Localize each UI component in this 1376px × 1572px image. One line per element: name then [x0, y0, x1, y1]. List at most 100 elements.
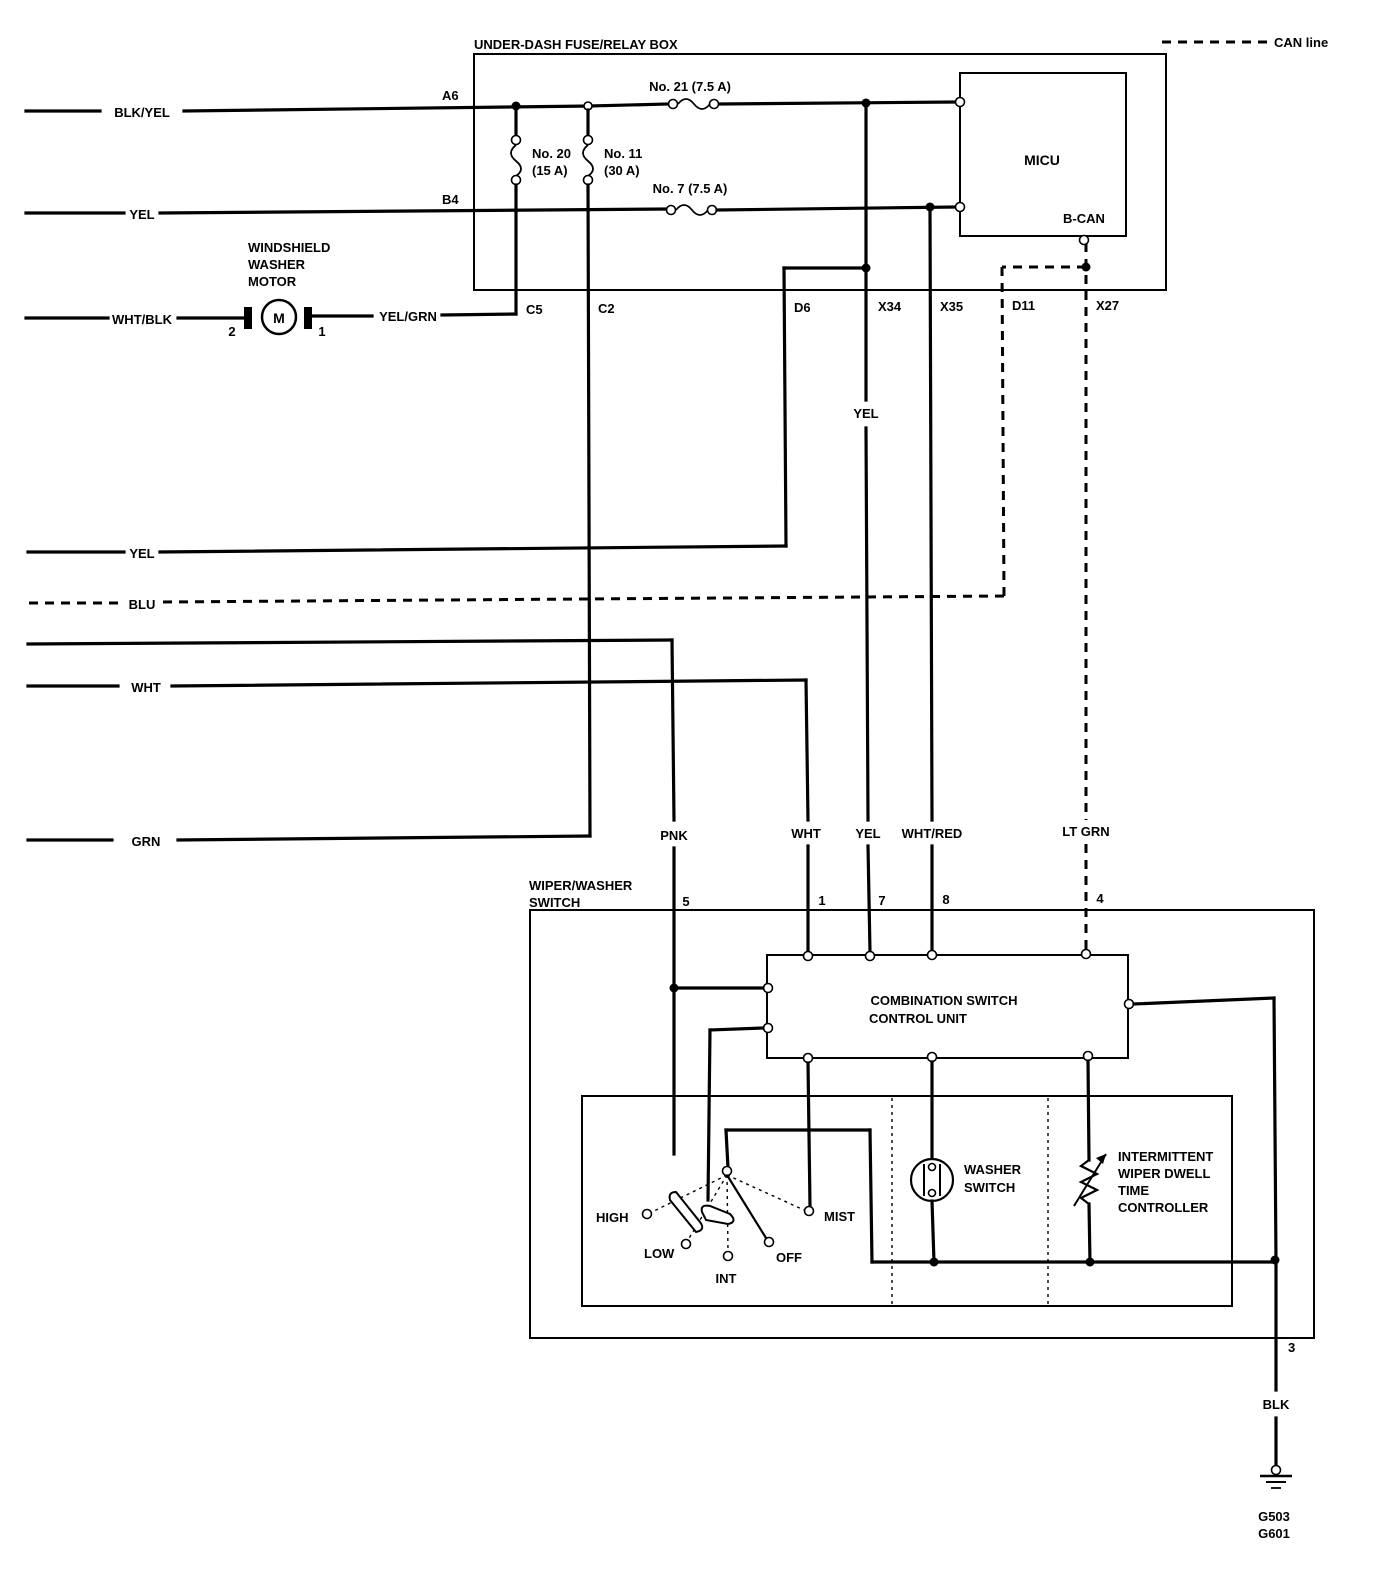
wire-label-blk: BLK [1263, 1397, 1290, 1412]
wire-label-yel-switch: YEL [855, 826, 880, 841]
wire-yel-x34-path: YEL [853, 101, 879, 822]
fuse-no20-label-b: (15 A) [532, 163, 568, 178]
washer-motor-pin-1: 1 [318, 324, 325, 339]
wiper-washer-switch-outline [529, 909, 1315, 1339]
wire-label-pnk: PNK [660, 828, 688, 843]
wire-fuse21-to-micu [718, 100, 957, 106]
washer-motor-pin-2: 2 [228, 324, 235, 339]
fuse-no20-terminal-top [510, 134, 522, 146]
terminal-c2: C2 [598, 301, 615, 316]
washer-motor-title-3: MOTOR [248, 274, 297, 289]
wire-label-blu: BLU [129, 597, 156, 612]
wire-control-right [1132, 996, 1276, 1006]
control-unit-label-2: CONTROL UNIT [869, 1011, 967, 1026]
wiper-washer-switch-title-2: SWITCH [529, 895, 580, 910]
washer-motor-terminal-1 [304, 307, 312, 329]
wire-a6-to-fuse21 [588, 102, 670, 108]
can-line-legend: CAN line [1162, 35, 1328, 50]
fuse-no20: No. 20 (15 A) [510, 104, 571, 316]
control-unit-pin-bottom-1 [802, 1052, 814, 1064]
fuse-no7-element [675, 204, 709, 216]
fuse-no11-element [582, 144, 594, 177]
bcan-label: B-CAN [1063, 211, 1105, 226]
micu-pin-fuse21 [954, 96, 966, 108]
can-bus-lines: BLU [28, 234, 1091, 820]
contact-low [680, 1238, 692, 1250]
fuse-box-title: UNDER-DASH FUSE/RELAY BOX [474, 37, 678, 52]
wire-grn [176, 834, 592, 842]
ground-label-g503: G503 [1258, 1509, 1290, 1524]
wire-selector-up [724, 1128, 730, 1170]
wiper-washer-switch-title-1: WIPER/WASHER [529, 878, 633, 893]
ground-label-g601: G601 [1258, 1526, 1290, 1541]
terminal-b4: B4 [442, 192, 459, 207]
fuse-no7-label: No. 7 (7.5 A) [653, 181, 728, 196]
switch-feed-wires [672, 844, 1088, 1156]
wire-x34-lower [864, 426, 870, 822]
wire-pnk-path [26, 638, 676, 822]
micu-pin-fuse7 [954, 201, 966, 213]
washer-motor-symbol: M [273, 310, 285, 326]
control-unit-pin-bottom-2 [926, 1051, 938, 1063]
switch-pin-3: 3 [1288, 1340, 1295, 1355]
selector-arm [726, 1174, 767, 1239]
fuse-box-outline [473, 53, 1167, 291]
micu-bcan-pin [1078, 234, 1090, 246]
inner-switch-box [581, 1095, 1233, 1307]
wire-label-wht-switch: WHT [791, 826, 821, 841]
under-dash-fuse-relay-box: UNDER-DASH FUSE/RELAY BOX MICU B-CAN [473, 37, 1167, 291]
wire-label-wht-blk: WHT/BLK [112, 312, 173, 327]
contact-off [763, 1236, 775, 1248]
switch-pin-8: 8 [942, 892, 949, 907]
control-unit-pin-4 [1080, 948, 1092, 960]
control-unit-pin-left-1 [762, 982, 774, 994]
wire-label-grn: GRN [132, 834, 161, 849]
sliding-contact-low [700, 1204, 735, 1226]
terminal-d11: D11 [1012, 298, 1035, 313]
fuse-no20-label-a: No. 20 [532, 146, 571, 161]
intermittent-wiper-dwell-time-controller: INTERMITTENT WIPER DWELL TIME CONTROLLER [1073, 1059, 1213, 1264]
control-unit-pin-7 [864, 950, 876, 962]
terminal-d6: D6 [794, 300, 811, 315]
wire-wht-horizontal [170, 678, 808, 688]
control-unit-pin-8 [926, 949, 938, 961]
switch-pin-7: 7 [878, 893, 885, 908]
fuse-no20-terminal-bottom [510, 174, 522, 186]
wire-yel-grn [440, 312, 518, 317]
terminal-x27: X27 [1096, 298, 1119, 313]
windshield-washer-motor: WINDSHIELD WASHER MOTOR WHT/BLK M 2 1 YE… [24, 240, 518, 339]
fuse-no11-label-a: No. 11 [604, 146, 642, 161]
control-unit-label-1: COMBINATION SWITCH [870, 993, 1017, 1008]
wire-pnk-down [670, 638, 676, 822]
micu-label: MICU [1024, 152, 1060, 168]
wire-label-wht: WHT [131, 680, 161, 695]
terminal-x35: X35 [940, 299, 963, 314]
control-unit-pin-right [1123, 998, 1135, 1010]
wire-controller-bottom [1087, 1202, 1092, 1264]
wire-d6-down [782, 266, 788, 548]
switch-pin-4: 4 [1096, 891, 1104, 906]
position-int: INT [716, 1271, 737, 1286]
wire-label-yel-b4: YEL [129, 207, 154, 222]
fuse-no11-terminal-top [582, 134, 594, 146]
wire-label-blk-yel: BLK/YEL [114, 105, 170, 120]
contact-int [722, 1250, 734, 1262]
switch-pin-1: 1 [818, 893, 825, 908]
fuse-no7-terminal-left [665, 204, 677, 216]
wire-label-yel-x34: YEL [853, 406, 878, 421]
wire-c2-down [586, 183, 592, 838]
can-line-blu [161, 594, 1005, 604]
fuse-no7: No. 7 (7.5 A) [653, 181, 957, 216]
selector-pivot [721, 1165, 733, 1177]
wire-label-lt-grn: LT GRN [1062, 824, 1109, 839]
wire-pnk-horizontal [26, 638, 674, 646]
controller-resistor [1078, 1159, 1100, 1205]
controller-label-1: INTERMITTENT [1118, 1149, 1213, 1164]
fuse-no21-label: No. 21 (7.5 A) [649, 79, 731, 94]
washer-motor-title-1: WINDSHIELD [248, 240, 330, 255]
fuse-no11: No. 11 (30 A) [582, 101, 642, 186]
wiper-washer-switch: WIPER/WASHER SWITCH 5 1 7 8 4 COMBINATIO… [529, 878, 1315, 1339]
wire-selector-right [868, 1128, 874, 1264]
washer-motor-terminal-2 [244, 307, 252, 329]
a6-bus [511, 98, 957, 111]
